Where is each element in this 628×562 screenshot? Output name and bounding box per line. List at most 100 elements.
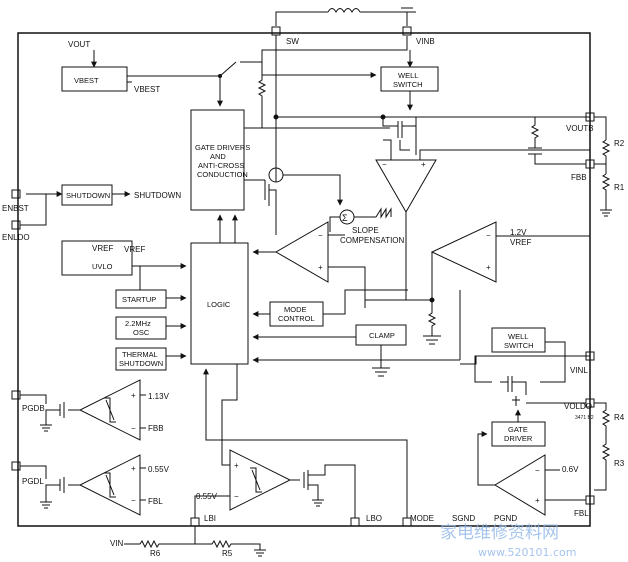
pgdb-comparator <box>78 379 141 441</box>
fbb-error-amp <box>430 221 497 283</box>
pin-lbi-pad <box>190 517 200 527</box>
thermal-l1: THERMAL <box>122 350 158 359</box>
thermal-block <box>115 347 167 371</box>
lbi-comparator <box>229 449 292 511</box>
vbest-block-label: VBEST <box>74 76 99 85</box>
pin-lbi-label: LBI <box>204 514 216 523</box>
pin-pgdl-label: PGDL <box>22 477 44 486</box>
pwm-comparator <box>375 159 437 214</box>
mode-control-l1: MODE <box>284 305 307 314</box>
pin-mode-label: MODE <box>410 514 434 523</box>
osc-l1: 2.2MHz <box>125 319 151 328</box>
svg-text:−: − <box>131 424 136 433</box>
pin-sgnd-label: SGND <box>452 514 475 523</box>
pin-vinb-pad <box>402 26 412 36</box>
pin-enbst-label: ENBST <box>2 204 29 213</box>
gate-drivers-l1: GATE DRIVERS <box>195 143 250 152</box>
svg-text:+: + <box>486 263 491 272</box>
pin-pgdb-label: PGDB <box>22 404 45 413</box>
well-switch-top-l2: SWITCH <box>393 80 423 89</box>
shutdown-out-label: SHUTDOWN <box>134 191 181 200</box>
vref-out-label: VREF <box>124 245 145 254</box>
pin-fbl-pad <box>585 495 595 505</box>
pin-sw-label: SW <box>286 37 299 46</box>
well-switch-top-l1: WELL <box>398 71 418 80</box>
uvlo-block <box>61 240 133 276</box>
pin-pgdl-pad <box>11 461 21 471</box>
svg-text:+: + <box>421 160 426 169</box>
svg-text:−: − <box>382 160 387 169</box>
sigma-label: Σ <box>342 213 348 223</box>
ldo-error-amp <box>494 454 546 516</box>
r2-label: R2 <box>614 139 625 148</box>
osc-l2: OSC <box>133 328 150 337</box>
pgdl-comparator <box>78 454 141 516</box>
thermal-l2: SHUTDOWN <box>119 359 163 368</box>
pin-sw-pad <box>271 26 281 36</box>
pin-voldo-label: VOLDO <box>564 402 592 411</box>
well-switch-bottom-block <box>491 327 546 353</box>
ref-1-2v: 1.2V <box>510 228 527 237</box>
svg-text:+: + <box>535 496 540 505</box>
mode-control-l2: CONTROL <box>278 314 315 323</box>
pin-lbo-pad <box>350 517 360 527</box>
svg-text:+: + <box>318 263 323 272</box>
gate-driver-l1: GATE <box>508 425 528 434</box>
pin-fbl-label: FBL <box>574 509 589 518</box>
svg-text:−: − <box>131 496 136 505</box>
pin-enldo-label: ENLDO <box>2 233 30 242</box>
svg-text:−: − <box>486 231 491 240</box>
pin-pgdb-pad <box>11 390 21 400</box>
pin-lbo-label: LBO <box>366 514 382 523</box>
ref-0-55v-pgdl: 0.55V <box>148 465 170 474</box>
well-switch-bottom-l2: SWITCH <box>504 341 534 350</box>
pin-voutb-label: VOUTB <box>566 124 594 133</box>
shutdown-block-label: SHUTDOWN <box>66 191 110 200</box>
r6-label: R6 <box>150 549 161 558</box>
startup-block <box>115 289 167 309</box>
selector-switch <box>127 61 237 77</box>
gate-drivers-l2: AND <box>210 152 226 161</box>
watermark-line1: 家电维修资料网 <box>440 523 559 543</box>
vbest-out-label: VBEST <box>134 85 160 94</box>
gate-drivers-l4: CONDUCTION <box>197 170 248 179</box>
uvlo-label: UVLO <box>92 262 113 271</box>
vout-label: VOUT <box>68 40 90 49</box>
slope-l1: SLOPE <box>352 226 379 235</box>
boost-error-amp <box>274 221 329 283</box>
ref-1-13v: 1.13V <box>148 392 170 401</box>
fbl-cmp-label: FBL <box>148 497 163 506</box>
pin-vinl-label: VINL <box>570 366 588 375</box>
r4-label: R4 <box>614 413 625 422</box>
fbb-cmp-label: FBB <box>148 424 164 433</box>
r3-label: R3 <box>614 459 625 468</box>
watermark-line2: www.520101.com <box>478 546 576 559</box>
pin-enbst-pad <box>11 189 21 199</box>
clamp-label: CLAMP <box>369 331 395 340</box>
svg-text:+: + <box>131 464 136 473</box>
startup-label: STARTUP <box>122 295 156 304</box>
svg-text:+: + <box>234 461 239 470</box>
pin-fbb-label: FBB <box>571 173 587 182</box>
pin-enldo-pad <box>11 220 21 230</box>
pin-vinl-pad <box>585 351 595 361</box>
ref-1-2v-vref: VREF <box>510 238 531 247</box>
gate-driver-l2: DRIVER <box>504 434 533 443</box>
gate-drivers-block <box>190 109 245 211</box>
svg-text:−: − <box>535 466 540 475</box>
pin-vinb-label: VINB <box>416 37 435 46</box>
svg-text:−: − <box>234 492 239 501</box>
pin-pgnd-label: PGND <box>494 514 517 523</box>
ic-outline <box>17 32 591 527</box>
inductor-external <box>275 7 416 26</box>
ref-0-6v: 0.6V <box>562 465 579 474</box>
well-switch-bottom-l1: WELL <box>508 332 528 341</box>
r1-label: R1 <box>614 183 625 192</box>
ref-0-55v-lbi: 0.55V <box>196 492 218 501</box>
gate-drivers-l3: ANTI-CROSS <box>198 161 244 170</box>
osc-block <box>115 316 167 340</box>
svg-text:+: + <box>131 391 136 400</box>
slope-l2: COMPENSATION <box>340 236 405 245</box>
vref-in-label: VREF <box>92 244 113 253</box>
